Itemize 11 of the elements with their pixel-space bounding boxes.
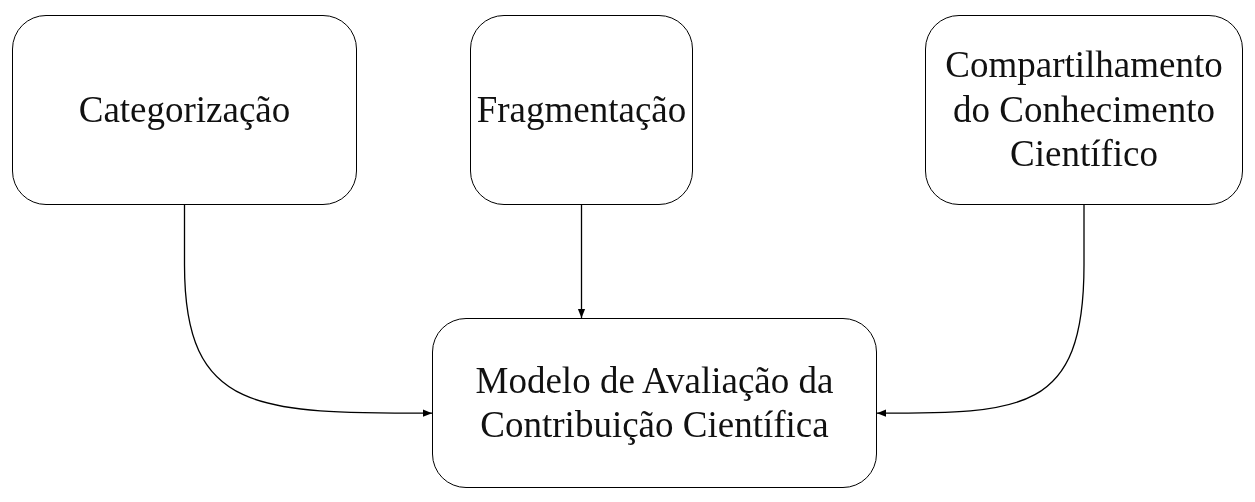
box-label: Modelo de Avaliação da Contribuição Científica xyxy=(474,358,835,447)
process-box xyxy=(12,15,357,205)
process-box xyxy=(432,318,877,488)
arrow xyxy=(577,204,586,319)
arrow xyxy=(876,204,1085,417)
box-label: Compartilhamento do Conhecimento Científico xyxy=(944,43,1224,177)
box-label: Fragmentação xyxy=(476,87,687,132)
process-box xyxy=(925,15,1243,205)
process-box xyxy=(470,15,693,205)
box-label: Categorização xyxy=(78,87,291,132)
arrow xyxy=(183,204,433,417)
